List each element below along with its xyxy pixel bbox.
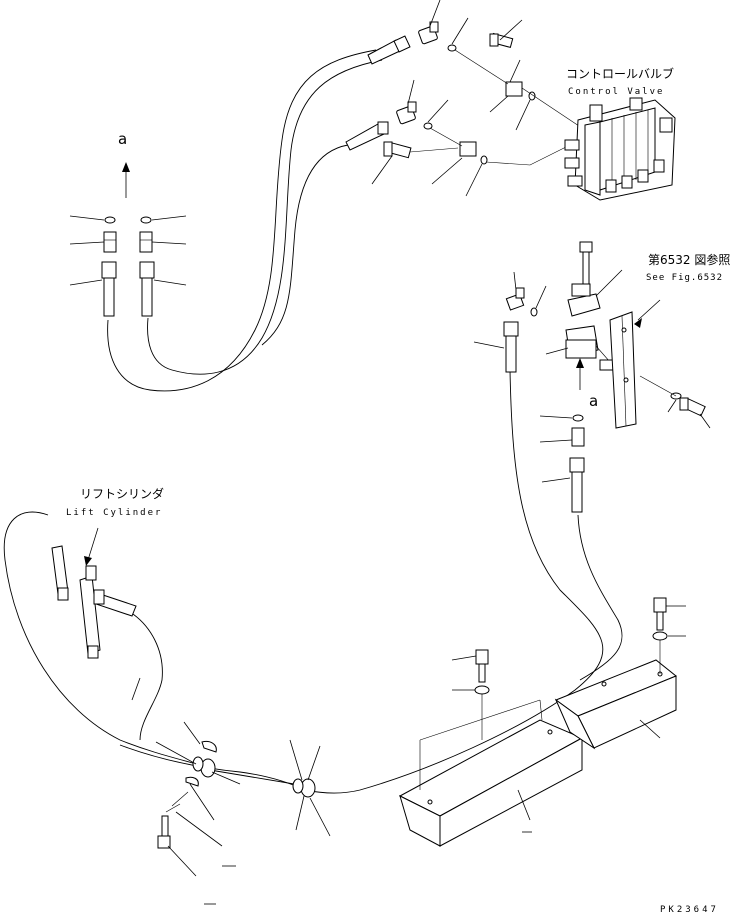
hose-fitting-top xyxy=(367,35,411,65)
connector-block-upper xyxy=(505,81,523,97)
left-hose-ends xyxy=(69,162,187,317)
control-valve-label-en: Control Valve xyxy=(568,87,665,97)
floor-brackets xyxy=(204,597,686,905)
control-valve-label-jp: コントロールバルブ xyxy=(566,67,675,81)
control-valve xyxy=(564,97,676,201)
callout-a-top: a xyxy=(118,130,128,148)
see-fig-label-jp: 第6532 図参照 xyxy=(648,253,731,267)
o-ring-cv-2 xyxy=(480,155,488,165)
adapter-top-right xyxy=(489,32,514,49)
lift-cylinder-label-jp: リフトシリンダ xyxy=(80,487,165,501)
hydraulic-hoses xyxy=(3,49,623,794)
top-fittings xyxy=(345,21,586,166)
pipe-clamps xyxy=(155,721,331,877)
drawing-number: PK23647 xyxy=(660,905,719,915)
hose-right-2 xyxy=(577,514,623,681)
hose-fitting-mid xyxy=(345,121,389,151)
right-valve-assembly xyxy=(473,241,711,513)
callout-a-right: a xyxy=(589,392,599,410)
connector-block-mid xyxy=(459,141,477,157)
elbow-fitting-top xyxy=(418,21,439,45)
adapter-mid-left xyxy=(383,141,412,159)
hose-upper-2 xyxy=(147,59,383,375)
hose-mid xyxy=(261,144,349,346)
hose-right-1 xyxy=(304,369,604,794)
lift-cylinder xyxy=(51,527,141,701)
lift-cylinder-label-en: Lift Cylinder xyxy=(66,508,163,518)
top-leader-lines xyxy=(371,0,531,197)
steel-pipe-bottom-2 xyxy=(209,769,301,786)
o-ring-mid xyxy=(423,122,433,130)
o-ring-top xyxy=(447,44,457,52)
hose-lower-left-2 xyxy=(129,611,163,741)
hose-upper-1 xyxy=(107,49,377,392)
elbow-fitting-mid xyxy=(396,101,417,125)
see-fig-label-en: See Fig.6532 xyxy=(646,273,724,283)
hose-lower-left xyxy=(3,511,201,766)
